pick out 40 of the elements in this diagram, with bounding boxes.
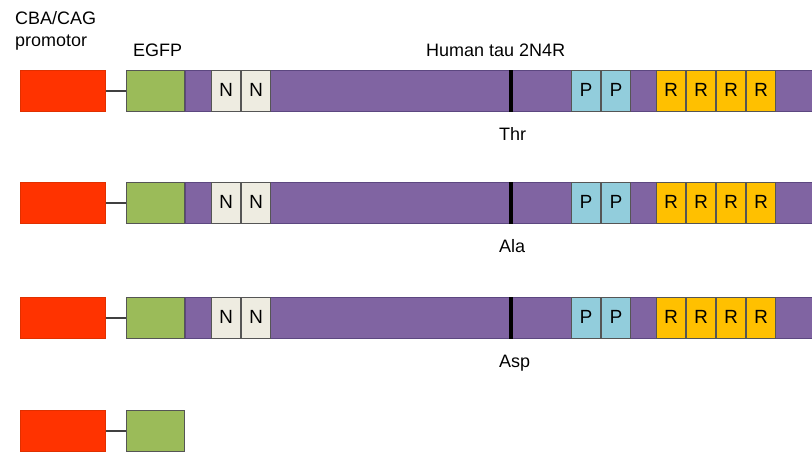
amino-acid-label: Asp — [499, 350, 530, 372]
amino-acid-label: Ala — [499, 235, 526, 257]
repeat-domain-box: R — [746, 182, 776, 224]
n-domain-box: N — [241, 297, 271, 339]
repeat-domain-box: R — [716, 297, 746, 339]
p-domain-box: P — [571, 182, 601, 224]
repeat-domain-box: R — [746, 70, 776, 112]
construct-label: Human tau 2N4R — [426, 39, 566, 61]
p-domain-box: P — [571, 297, 601, 339]
repeat-domain-box: R — [686, 297, 716, 339]
egfp-box — [126, 182, 185, 224]
repeat-domain-box: R — [716, 70, 746, 112]
repeat-domain-box: R — [716, 182, 746, 224]
n-domain-box: N — [241, 70, 271, 112]
repeat-domain-box: R — [686, 182, 716, 224]
egfp-box — [126, 410, 185, 452]
amino-acid-label: Thr — [499, 123, 526, 145]
repeat-domain-box: R — [746, 297, 776, 339]
repeat-domain-box: R — [656, 297, 686, 339]
promoter-box — [20, 410, 106, 452]
promoter-label: CBA/CAG promotor — [15, 7, 98, 51]
n-domain-box: N — [211, 182, 241, 224]
p-domain-box: P — [601, 70, 631, 112]
n-domain-box: N — [241, 182, 271, 224]
egfp-box — [126, 297, 185, 339]
n-domain-box: N — [211, 70, 241, 112]
repeat-domain-box: R — [656, 182, 686, 224]
connector-line — [106, 430, 126, 432]
repeat-domain-box: R — [686, 70, 716, 112]
n-domain-box: N — [211, 297, 241, 339]
p-domain-box: P — [571, 70, 601, 112]
p-domain-box: P — [601, 182, 631, 224]
connector-line — [106, 90, 126, 92]
egfp-label: EGFP — [133, 39, 182, 61]
p-domain-box: P — [601, 297, 631, 339]
connector-line — [106, 317, 126, 319]
promoter-box — [20, 182, 106, 224]
repeat-domain-box: R — [656, 70, 686, 112]
connector-line — [106, 202, 126, 204]
promoter-box — [20, 297, 106, 339]
